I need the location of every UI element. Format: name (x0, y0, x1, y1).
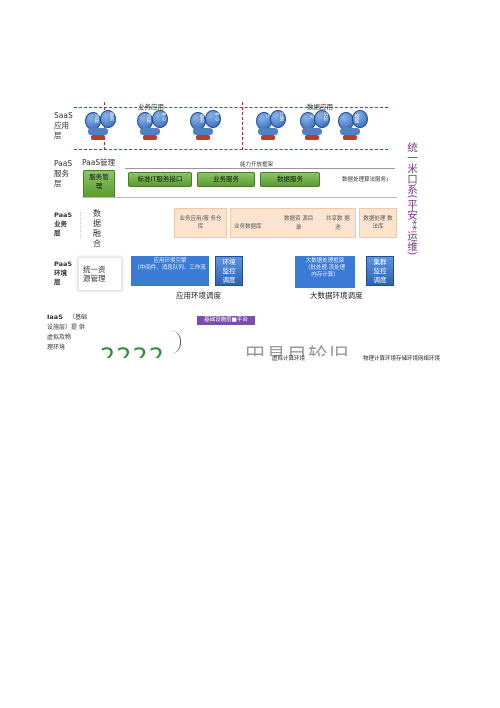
iaas-layer-label: IaaS (47, 313, 63, 321)
bubble-icon (100, 110, 116, 128)
data-fusion-label: 数 据 融 合 (93, 209, 101, 248)
data-processing-algorithm-text: 数据处理算法服务) (342, 177, 389, 183)
bubble-label: 流程 (146, 114, 151, 123)
paas-service-layer-label: PaaS 服务 层 (54, 159, 73, 188)
unified-ops-vertical-text: 统一米口系(平安**运维) (406, 142, 418, 256)
bubble-label: 流程 (94, 114, 99, 123)
business-database-label: 业务数据库 (234, 224, 262, 230)
data-processing-library-box: 数据处理 数 法库 (359, 208, 397, 238)
unified-resource-mgmt-label: 统一资 源管理 (83, 265, 106, 283)
bubble-icon (152, 110, 168, 128)
app-env-dispatch-caption: 应用环境调度 (176, 291, 221, 300)
paas-business-layer-label: PaaS 业务 层 (54, 211, 73, 237)
business-service-button[interactable]: 业务服务 (197, 172, 255, 187)
paas-mgmt-top-line (125, 168, 395, 169)
data-resource-catalog-label: 数据资 源目 录 (284, 216, 314, 231)
cluster-tag (143, 135, 157, 140)
physical-env-text: 物理计算环境存储环境网络环境 (363, 356, 441, 362)
infrastructure-platform-bar[interactable]: 基础设施层■平台 (197, 316, 255, 325)
standard-it-service-button[interactable]: 标准IT服务接口 (128, 172, 192, 187)
bubble-icon (352, 110, 368, 128)
bubble-label: 分析 (323, 112, 328, 121)
paas-mgmt-bottom-line (82, 197, 397, 198)
cluster-base (340, 128, 360, 135)
paas-mgmt-title: PaaS管理 (82, 158, 116, 167)
saas-group1-title: 业务应用 (138, 103, 164, 111)
capability-framework-title: 能力开放框架 (240, 162, 274, 168)
cluster-base (140, 128, 160, 135)
cluster-monitor-dispatch-box[interactable]: 集群 监控 调度 (366, 256, 394, 286)
cluster-tag (305, 135, 319, 140)
cluster-base (258, 128, 278, 135)
saas-top-dash (74, 107, 388, 108)
cluster-tag (343, 135, 357, 140)
bubble-icon (205, 110, 221, 128)
data-service-button[interactable]: 数据服务 (260, 172, 320, 187)
unified-resource-mgmt-box[interactable]: 统一资 源管理 (78, 257, 122, 291)
cluster-tag (261, 135, 275, 140)
bubble-label: 分 (309, 114, 314, 119)
fusion-faint-text (80, 212, 85, 238)
paas-env-layer-label: PaaS 环境 层 (54, 260, 73, 286)
saas-group2-title: 数据应用 (307, 103, 333, 111)
bubble-label: 服务 (199, 114, 204, 123)
cluster-base (88, 128, 108, 135)
virtual-compute-env-text: 虚拟计算环境 (272, 356, 306, 362)
business-data-box (230, 208, 356, 238)
bubble-icon (314, 110, 330, 128)
bubble-label: 挖掘 (354, 114, 359, 123)
cluster-base (302, 128, 322, 135)
bubble-label: 中心 (161, 112, 166, 121)
bracket-curve (170, 330, 181, 354)
service-mgmt-button[interactable]: 服务管 理 (83, 170, 115, 198)
cluster-tag (196, 135, 210, 140)
cluster-tag (91, 135, 105, 140)
env-monitor-dispatch-box[interactable]: 环境 监控 调度 (215, 256, 243, 286)
app-env-engine-box: 应用环境引擎 （中间件、消息队列、工作流 (131, 256, 209, 286)
bubble-icon (270, 110, 286, 128)
bubble-label: 计 (265, 114, 270, 119)
bubble-label: 计算 (279, 112, 284, 121)
bubble-label: 中心 (214, 112, 219, 121)
saas-divider-2 (242, 102, 243, 150)
cropped-large-glyphs: 2222 (100, 345, 170, 358)
bigdata-env-dispatch-caption: 大数据环境调度 (310, 291, 363, 300)
saas-layer-label: SaaS 应用 层 (54, 111, 73, 140)
bubble-label: 服务 (109, 112, 114, 121)
iaas-layer-desc: （基础 设施层）提 供 虚拟及物 理环境 (47, 314, 88, 351)
saas-bottom-dash (74, 149, 388, 150)
bigdata-framework-box: 大数据处理框架 （批处理.流处理 内存计算） (295, 256, 355, 288)
cluster-base (193, 128, 213, 135)
shared-data-pool-label: 共享数 据 池 (326, 216, 350, 231)
cropped-large-glyphs-2: 田具目轮旧 (245, 345, 355, 356)
app-service-repo-box: 业务应用/服 务仓 库 (174, 208, 227, 238)
